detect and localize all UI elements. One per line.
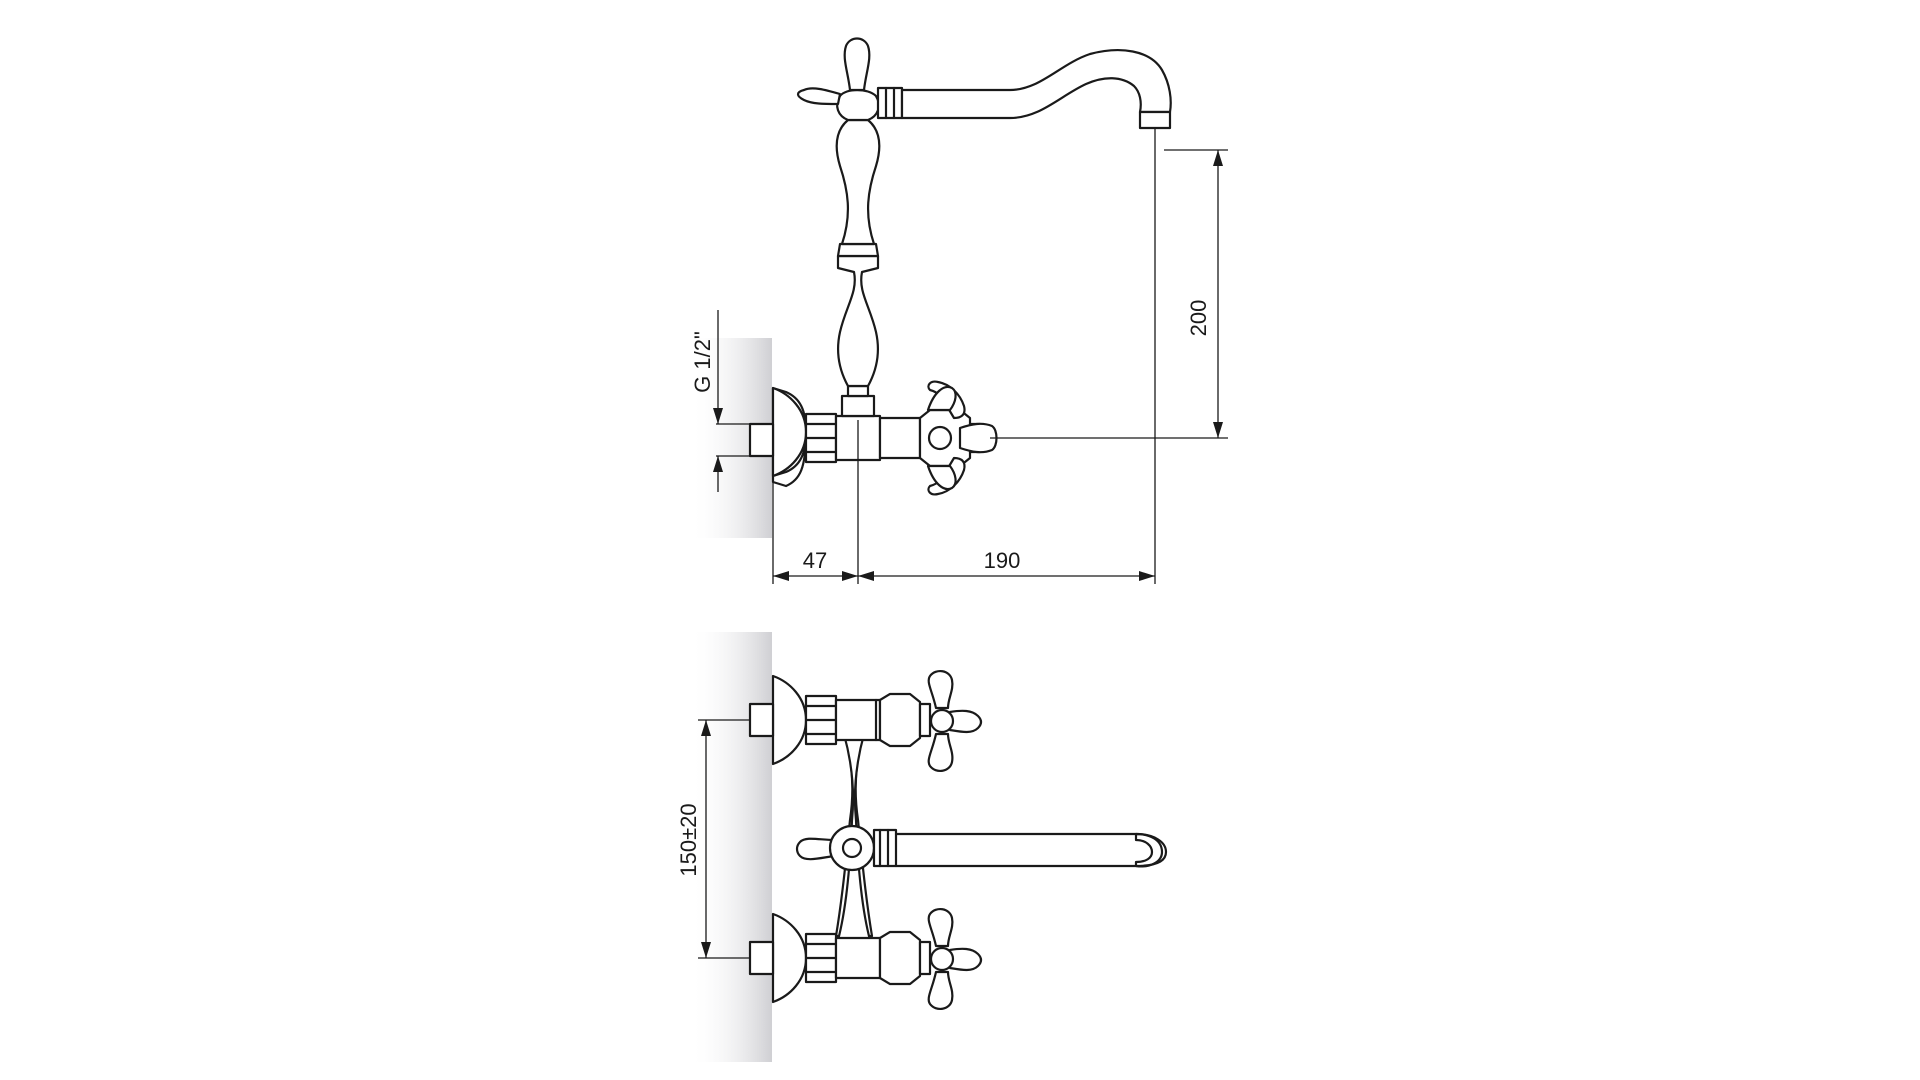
- upper-cross-handle-icon: [927, 670, 983, 772]
- spout-top-view: [894, 832, 1164, 868]
- dimension-connection-thread: G 1/2": [690, 331, 715, 393]
- lower-inlet: [748, 912, 932, 1004]
- cross-handle-icon: [926, 380, 998, 496]
- column-connector: [840, 394, 876, 418]
- upper-inlet: [748, 674, 932, 766]
- side-dimensions: 200 47 190 G 1/2": [690, 128, 1228, 584]
- faucet-front-view: [748, 670, 1168, 1010]
- dimension-inlet-spacing: 150±20: [676, 803, 701, 876]
- dimension-wall-offset: 47: [803, 548, 827, 573]
- wall-bottom: [690, 632, 772, 1062]
- center-swivel: [795, 824, 898, 872]
- spout: [900, 49, 1172, 120]
- dimension-projection: 190: [984, 548, 1021, 573]
- dimension-spout-height: 200: [1186, 300, 1211, 337]
- faucet-side-view: [748, 37, 1172, 496]
- front-dimensions: 150±20: [676, 719, 750, 959]
- aerator: [1138, 110, 1172, 130]
- lower-cross-handle-icon: [927, 908, 983, 1010]
- column-baluster: [836, 254, 880, 388]
- spout-collar: [876, 86, 904, 120]
- top-handle-icon: [836, 88, 880, 122]
- inlet-stub: [748, 422, 775, 458]
